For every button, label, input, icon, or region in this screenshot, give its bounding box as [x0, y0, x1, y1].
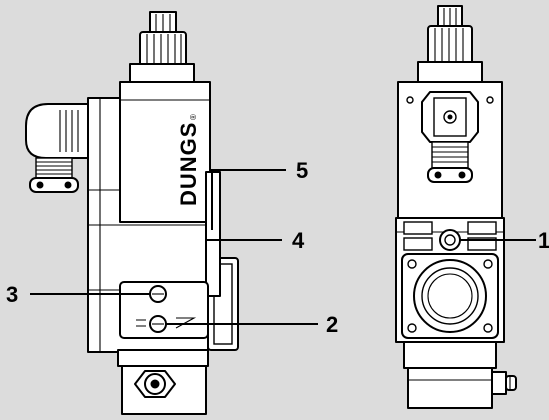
front-connector — [421, 91, 479, 183]
callout-2: 2 — [166, 312, 338, 337]
bottom-flange — [117, 349, 209, 367]
callout-4: 4 — [206, 228, 305, 253]
brand-logo: DUNGS ® — [176, 114, 201, 206]
callout-1: 1 — [460, 228, 549, 253]
top-adjustment-knob — [129, 11, 195, 83]
valve-front-view — [395, 5, 517, 409]
front-side-port-nut — [491, 371, 517, 395]
front-base — [403, 341, 497, 369]
callout-5: 5 — [211, 158, 308, 230]
front-inlet-flange — [401, 253, 499, 339]
valve-side-view: DUNGS ® — [25, 11, 239, 415]
callout-5-label: 5 — [296, 158, 308, 183]
front-top-knob — [417, 5, 483, 83]
adjustment-plate — [119, 281, 209, 339]
callout-1-label: 1 — [538, 228, 549, 253]
electrical-connector-plug — [25, 103, 89, 193]
bottom-port-nut — [134, 370, 176, 398]
brand-text: DUNGS — [176, 122, 201, 206]
callout-4-label: 4 — [292, 228, 305, 253]
coil-housing — [119, 81, 211, 223]
callout-3: 3 — [6, 282, 150, 307]
brand-registered-mark: ® — [189, 114, 198, 120]
callout-3-label: 3 — [6, 282, 18, 307]
callout-2-label: 2 — [326, 312, 338, 337]
